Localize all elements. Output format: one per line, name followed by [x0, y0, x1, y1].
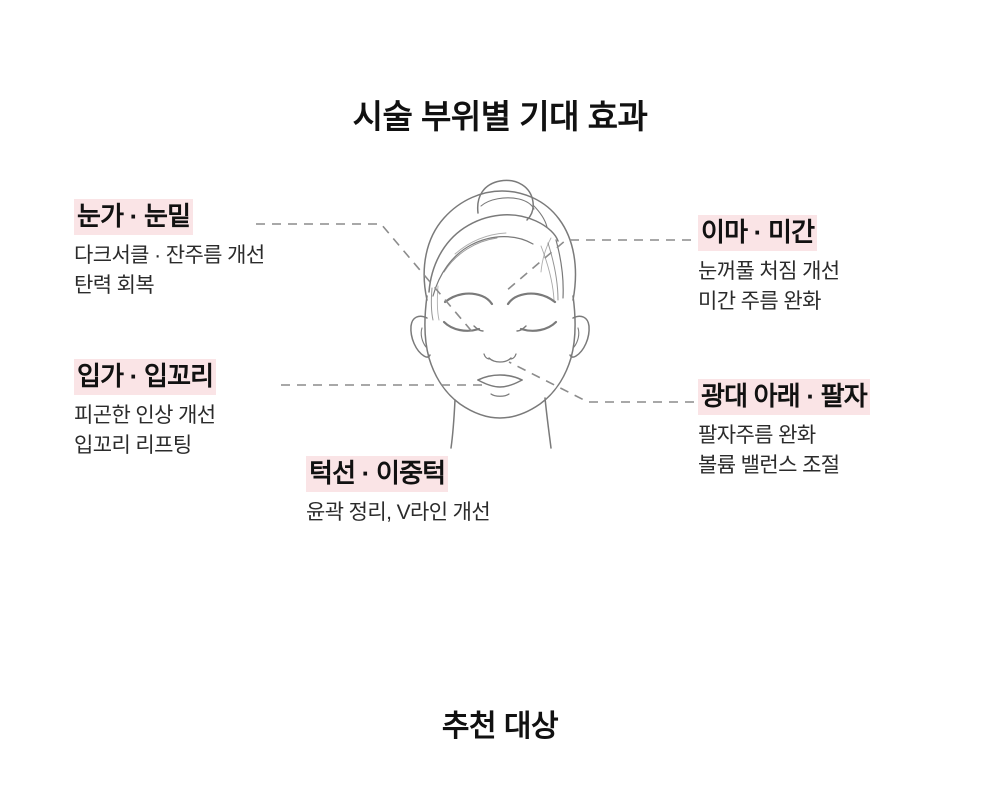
hair-right-strand-a — [547, 242, 559, 301]
hair-bun-tail — [532, 204, 548, 228]
callout-mouth-area: 입가 · 입꼬리 피곤한 인상 개선 입꼬리 리프팅 — [74, 359, 217, 461]
leader-line-eye — [256, 223, 475, 335]
callout-forehead-area: 이마 · 미간 눈꺼풀 처짐 개선 미간 주름 완화 — [698, 215, 840, 317]
left-ear-inner — [420, 327, 427, 348]
callout-cheek-line-2: 볼륨 밸런스 조절 — [698, 454, 840, 478]
hair-right-strand-b — [540, 245, 555, 301]
hair-bun-outer — [476, 179, 534, 221]
callout-eye-area: 눈가 · 눈밑 다크서클 · 잔주름 개선 탄력 회복 — [74, 199, 265, 301]
callout-eye-line-1: 다크서클 · 잔주름 개선 — [74, 244, 265, 268]
callout-forehead-line-1: 눈꺼풀 처짐 개선 — [698, 260, 840, 284]
callout-forehead-heading: 이마 · 미간 — [698, 215, 818, 252]
callout-cheek-heading: 광대 아래 · 팔자 — [698, 379, 870, 416]
callout-jaw-lines: 윤곽 정리, V라인 개선 — [306, 498, 491, 528]
right-nostril — [510, 353, 517, 360]
neck-left-line — [450, 399, 456, 449]
callout-eye-heading: 눈가 · 눈밑 — [74, 199, 194, 236]
callout-forehead-lines: 눈꺼풀 처짐 개선 미간 주름 완화 — [698, 257, 840, 317]
right-ear — [569, 315, 590, 358]
hair-right-strand-c — [540, 237, 552, 273]
right-ear-inner — [573, 327, 580, 348]
jaw-outline — [424, 295, 576, 419]
callout-cheek-area: 광대 아래 · 팔자 팔자주름 완화 볼륨 밸런스 조절 — [698, 379, 870, 481]
head-silhouette — [423, 190, 577, 301]
callout-forehead-line-2: 미간 주름 완화 — [698, 290, 821, 314]
callout-jaw-heading: 턱선 · 이중턱 — [306, 456, 449, 493]
bottom-section-title: 추천 대상 — [441, 710, 559, 743]
upper-lip — [477, 374, 523, 381]
callout-mouth-lines: 피곤한 인상 개선 입꼬리 리프팅 — [74, 401, 216, 461]
leader-line-cheek — [508, 361, 694, 403]
callout-jaw-area: 턱선 · 이중턱 윤곽 정리, V라인 개선 — [306, 456, 491, 528]
page-title: 시술 부위별 기대 효과 — [352, 98, 648, 135]
lower-lip — [477, 379, 523, 388]
leader-lines — [256, 223, 694, 403]
hair-fringe-upper — [428, 214, 559, 293]
right-eye-closed — [519, 320, 558, 332]
leader-line-forehead — [505, 239, 691, 292]
nose-base — [488, 357, 512, 363]
left-ear — [410, 315, 431, 358]
hair-right-edge — [555, 239, 564, 299]
hair-left-strand-b — [436, 285, 440, 321]
left-eye-lash — [473, 325, 484, 332]
right-eyebrow — [506, 292, 557, 306]
face-line-art — [410, 179, 590, 449]
right-eye-lash — [516, 325, 527, 332]
hair-left-strand-a — [430, 287, 434, 321]
left-eyebrow — [443, 292, 494, 306]
callout-eye-line-2: 탄력 회복 — [74, 274, 155, 298]
hair-fringe-lower — [432, 236, 534, 297]
left-nostril — [483, 353, 490, 360]
hair-strand-a — [443, 237, 498, 273]
hair-strand-b — [454, 232, 507, 255]
callout-mouth-line-1: 피곤한 인상 개선 — [74, 404, 216, 428]
callout-eye-lines: 다크서클 · 잔주름 개선 탄력 회복 — [74, 241, 265, 301]
left-eye-closed — [442, 320, 481, 332]
callout-cheek-line-1: 팔자주름 완화 — [698, 424, 816, 448]
callout-mouth-line-2: 입꼬리 리프팅 — [74, 434, 192, 458]
callout-mouth-heading: 입가 · 입꼬리 — [74, 359, 217, 396]
hair-bun-inner — [480, 197, 535, 210]
neck-right-line — [544, 397, 552, 449]
chin-crease — [490, 393, 510, 397]
callout-cheek-lines: 팔자주름 완화 볼륨 밸런스 조절 — [698, 421, 870, 481]
callout-jaw-line-1: 윤곽 정리, V라인 개선 — [306, 501, 491, 525]
